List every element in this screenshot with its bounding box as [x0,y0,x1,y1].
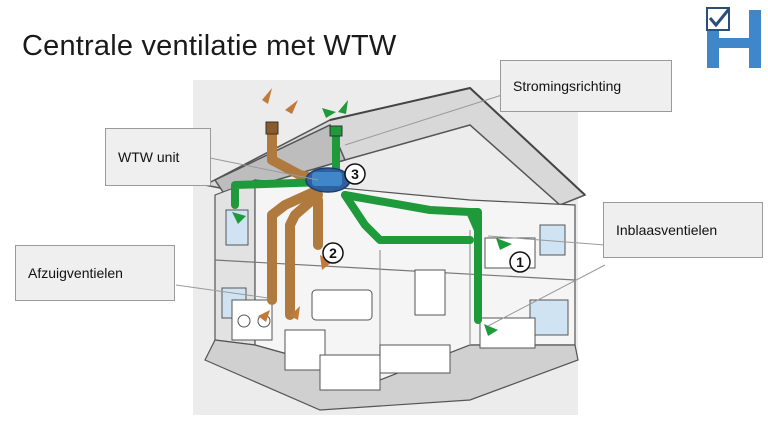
callout-wtw-unit: WTW unit [105,128,211,186]
slide-title: Centrale ventilatie met WTW [22,30,397,62]
marker-3-label: 3 [351,166,359,182]
marker-3: 3 [344,163,366,185]
callout-wtw-unit-text: WTW unit [118,149,180,165]
leader-lines [175,94,606,327]
marker-1: 1 [509,251,531,273]
marker-1-label: 1 [516,254,524,270]
callout-stromingsrichting: Stromingsrichting [500,60,672,112]
wtw-unit-body [305,167,351,193]
callout-afzuigventielen: Afzuigventielen [15,245,175,301]
roof-vents [265,121,343,137]
callout-stromingsrichting-text: Stromingsrichting [513,78,622,94]
house-walls [204,179,579,411]
flow-arrows [232,88,512,336]
callout-inblaasventielen-text: Inblaasventielen [616,222,718,238]
callout-inblaasventielen: Inblaasventielen [603,202,763,258]
furniture [231,237,536,391]
company-logo [706,7,761,68]
supply-ducts [231,126,482,324]
callout-afzuigventielen-text: Afzuigventielen [28,265,123,281]
marker-2: 2 [322,242,344,264]
marker-2-label: 2 [329,245,337,261]
